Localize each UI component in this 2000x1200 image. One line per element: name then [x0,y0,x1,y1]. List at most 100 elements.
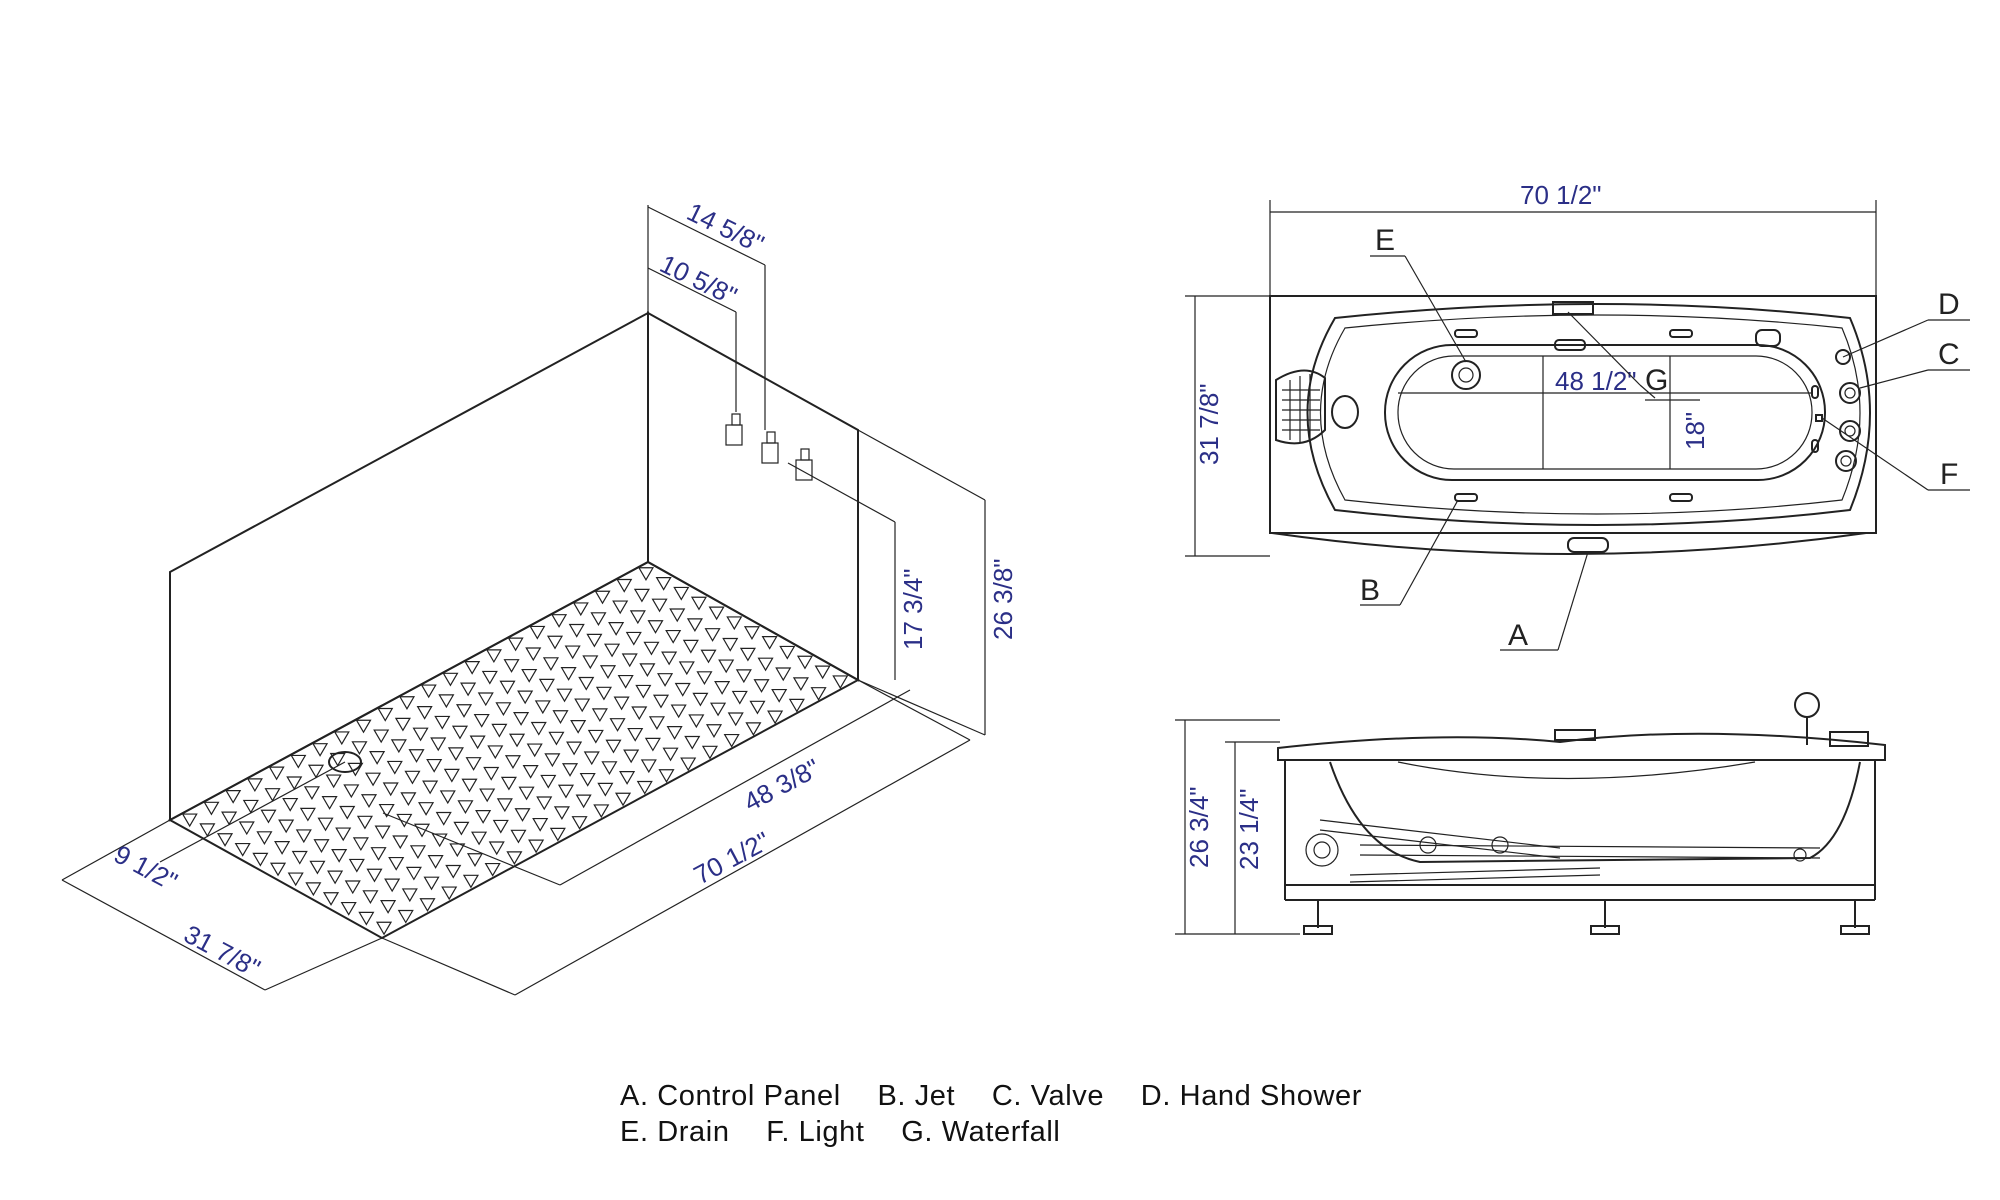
floor-triangle [386,760,403,775]
floor-triangle [348,858,365,873]
floor-triangle [680,757,697,772]
floor-triangle [488,841,505,856]
floor-triangle [771,688,788,703]
floor-triangle [313,839,330,853]
floor-triangle [344,880,361,895]
floor-triangle [507,637,524,652]
floor-triangle [701,745,718,760]
dim-top-inner-length: 48 1/2" [1555,366,1637,396]
waterfall-g [1554,339,1586,351]
floor-triangle [614,792,632,807]
floor-triangle [216,833,234,847]
floor-triangle [438,694,455,709]
floor-triangle [514,808,531,822]
floor-triangle [621,653,638,668]
floor-triangle [583,751,600,766]
floor-triangle [423,876,440,891]
floor-triangle [503,659,520,673]
floor-triangle [633,588,650,603]
floor-triangle [587,729,604,744]
floor-triangle [767,710,784,725]
callout-d: D [1938,288,1960,321]
drain-e [1451,360,1481,390]
floor-triangle [517,690,534,705]
floor-triangle [678,661,695,676]
dim-side-total-height: 26 3/4" [1184,786,1214,868]
floor-triangle [665,629,682,644]
floor-triangle [479,788,496,803]
floor-triangle [552,710,569,724]
floor-triangle [556,688,573,703]
floor-triangle [461,778,478,793]
floor-triangle [616,578,633,593]
floor-triangle [546,635,564,650]
legend-valve: C. Valve [991,1080,1105,1112]
legend-hand-shower: D. Hand Shower [1140,1080,1362,1112]
floor-triangle [745,722,762,737]
callout-leaders [1360,255,1970,651]
floor-triangle [447,747,464,762]
floor-triangle [355,719,372,734]
floor-triangle [442,672,459,687]
floor-triangle [696,671,713,685]
floor-triangle [274,841,291,855]
floor-triangle [688,714,705,729]
floor-triangle [496,798,513,813]
floor-triangle [321,796,338,810]
dim-inner-length: 48 3/8" [739,753,825,818]
floor-triangle [594,590,611,605]
dim-drain-offset: 9 1/2" [109,839,182,897]
floor-triangle [477,692,494,707]
floor-triangle [375,921,393,936]
top-view: 70 1/2" 31 7/8" 48 1/2" 18" E D C F B A … [1185,180,1970,652]
floor-triangle [673,586,690,601]
floor-triangle [655,577,672,591]
floor-triangle [495,702,512,717]
dim-total-height: 26 3/8" [988,558,1018,640]
floor-triangle [500,776,517,791]
floor-triangle [303,786,320,801]
floor-triangle [422,780,439,795]
floor-triangle [287,872,304,887]
floor-triangle [544,753,561,768]
floor-triangle [599,665,617,679]
floor-triangle [640,759,657,774]
floor-triangle [455,704,473,718]
floor-triangle [779,645,796,660]
floor-triangle [358,911,375,926]
floor-triangle [362,890,379,905]
floor-triangle [427,855,444,869]
floor-triangle [203,801,220,816]
floor-triangle [661,651,678,666]
floor-triangle [549,827,566,842]
floor-triangle [356,815,373,830]
floor-triangle [430,737,447,752]
floor-triangle [651,598,668,613]
floor-triangle [483,766,500,781]
side-view: 26 3/4" 23 1/4" [1175,692,1886,935]
floor-triangle [613,696,630,711]
floor-triangle [521,668,538,683]
floor-triangle [528,839,545,854]
floor-triangle [617,674,634,689]
floor-triangle [352,837,369,852]
floor-triangle [609,718,626,732]
floor-triangle [435,811,452,826]
floor-triangle [449,843,466,858]
floor-triangle [347,762,364,777]
floor-triangle [401,888,418,903]
floor-triangle [669,608,686,623]
floor-triangle [307,764,325,779]
floor-triangle [325,774,342,789]
floor-triangle [238,821,255,836]
floor-triangle [595,686,612,701]
floor-triangle [731,690,748,705]
floor-triangle [700,649,717,664]
floor-triangle [409,845,426,860]
iso-dimension-lines [61,205,986,996]
floor-triangle [394,717,411,732]
floor-triangle [571,816,588,830]
floor-triangle [508,733,526,748]
jets [1454,329,1819,502]
floor-triangle [398,696,416,710]
